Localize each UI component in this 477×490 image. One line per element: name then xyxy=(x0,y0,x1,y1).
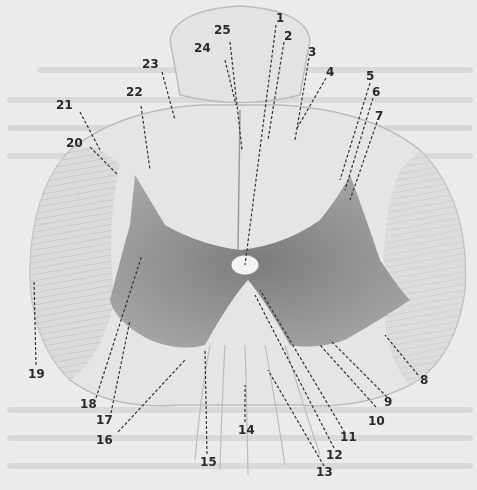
callout-18: 18 xyxy=(80,397,97,411)
callout-21: 21 xyxy=(56,98,73,112)
callout-8: 8 xyxy=(420,373,428,387)
callout-15: 15 xyxy=(200,455,217,469)
callout-2: 2 xyxy=(284,29,292,43)
callout-16: 16 xyxy=(96,433,113,447)
callout-1: 1 xyxy=(276,11,284,25)
upper-lobe xyxy=(170,6,310,103)
callout-10: 10 xyxy=(368,414,385,428)
callout-19: 19 xyxy=(28,367,45,381)
callout-7: 7 xyxy=(375,109,383,123)
callout-3: 3 xyxy=(308,45,316,59)
callout-23: 23 xyxy=(142,57,159,71)
callout-11: 11 xyxy=(340,430,357,444)
callout-6: 6 xyxy=(372,85,380,99)
callout-5: 5 xyxy=(366,69,374,83)
callout-17: 17 xyxy=(96,413,113,427)
callout-12: 12 xyxy=(326,448,343,462)
right-striated-region xyxy=(384,150,465,385)
callout-13: 13 xyxy=(316,465,333,479)
callout-20: 20 xyxy=(66,136,83,150)
callout-25: 25 xyxy=(214,23,231,37)
callout-4: 4 xyxy=(326,65,334,79)
callout-22: 22 xyxy=(126,85,143,99)
callout-9: 9 xyxy=(384,395,392,409)
callout-14: 14 xyxy=(238,423,255,437)
callout-24: 24 xyxy=(194,41,211,55)
